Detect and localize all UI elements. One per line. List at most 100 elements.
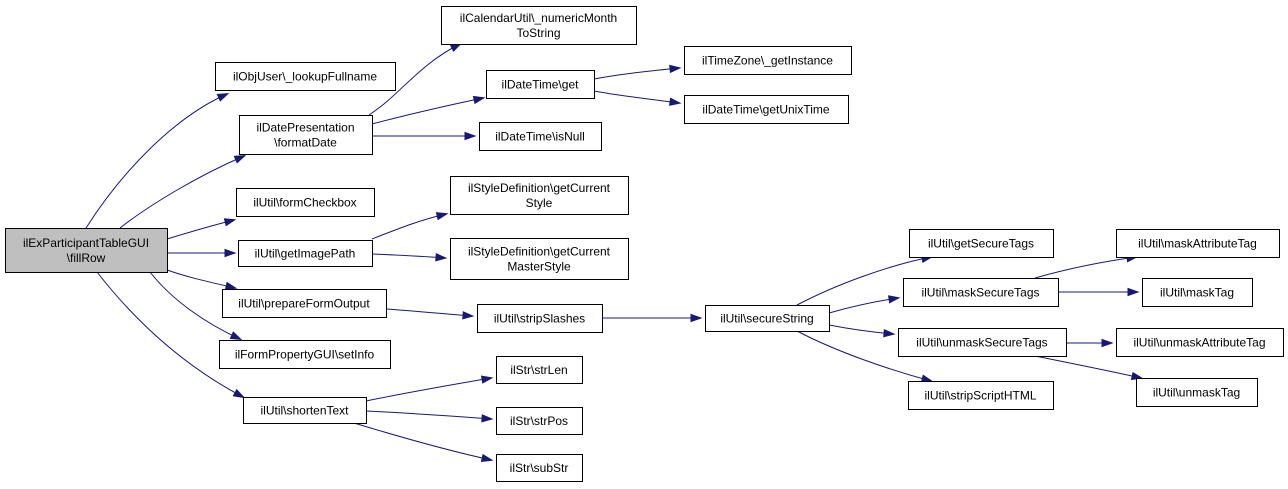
node-box <box>222 289 387 318</box>
node-tzGetInstance[interactable]: ilTimeZone\_getInstance <box>684 46 852 75</box>
edge-formatDate-to-isNull <box>372 131 477 141</box>
edge-root-to-prepareFormOutput <box>166 269 238 290</box>
node-box <box>496 454 583 482</box>
edge-line <box>1034 355 1142 379</box>
node-label-line: ilStr\strLen <box>510 363 567 377</box>
node-box <box>239 115 373 155</box>
node-box <box>909 229 1054 258</box>
arrowhead <box>224 281 238 290</box>
node-dtGet[interactable]: ilDateTime\get <box>486 70 595 99</box>
node-setInfo[interactable]: ilFormPropertyGUI\setInfo <box>219 340 391 369</box>
node-label-line: ilDateTime\isNull <box>495 130 585 144</box>
node-box <box>898 328 1067 357</box>
node-strPos[interactable]: ilStr\strPos <box>496 407 583 435</box>
node-label-line: ilStyleDefinition\getCurrent <box>468 181 611 195</box>
edge-line <box>828 297 899 314</box>
node-label-line: ilUtil\unmaskAttributeTag <box>1133 336 1265 350</box>
node-box <box>450 176 629 215</box>
node-maskTag[interactable]: ilUtil\maskTag <box>1142 278 1253 307</box>
arrowhead <box>216 92 230 102</box>
node-label-line: ilStr\subStr <box>510 461 569 475</box>
node-formatDate[interactable]: ilDatePresentation\formatDate <box>239 115 373 155</box>
edge-formatDate-to-dtGet <box>371 95 486 125</box>
arrowhead <box>480 375 494 384</box>
node-box <box>496 407 583 435</box>
node-lookupFullname[interactable]: ilObjUser\_lookupFullname <box>215 62 396 91</box>
node-box <box>238 240 373 267</box>
arrowhead <box>480 453 494 463</box>
edge-prepareFormOutput-to-stripSlashes <box>385 308 475 320</box>
node-label-line: ilUtil\shortenText <box>260 404 349 418</box>
node-unmaskSecureTags[interactable]: ilUtil\unmaskSecureTags <box>898 328 1067 357</box>
arrowhead <box>229 331 243 341</box>
edge-line <box>1034 256 1137 279</box>
node-label-line: ilUtil\getImagePath <box>255 247 356 261</box>
node-box <box>684 46 852 75</box>
nodes-layer: ilExParticipantTableGUI\fillRow ilObjUser… <box>5 6 1284 482</box>
node-label-line: ilUtil\maskAttributeTag <box>1138 237 1257 251</box>
node-maskAttributeTag[interactable]: ilUtil\maskAttributeTag <box>1116 229 1280 258</box>
arrowhead <box>1101 338 1114 348</box>
arrowhead <box>481 414 494 423</box>
node-prepareFormOutput[interactable]: ilUtil\prepareFormOutput <box>222 289 387 318</box>
node-unmaskAttributeTag[interactable]: ilUtil\unmaskAttributeTag <box>1116 328 1284 357</box>
arrowhead <box>435 253 448 262</box>
node-strLen[interactable]: ilStr\strLen <box>496 356 583 384</box>
node-label-line: ilCalendarUtil\_numericMonth <box>460 11 617 25</box>
edge-root-to-setInfo <box>149 271 243 341</box>
node-box <box>236 188 375 217</box>
node-box <box>903 278 1059 307</box>
edge-line <box>385 308 473 317</box>
edge-unmaskSecureTags-to-unmaskAttributeTag <box>1066 338 1114 348</box>
node-isNull[interactable]: ilDateTime\isNull <box>479 122 602 151</box>
edge-line <box>85 93 228 229</box>
edge-root-to-shortenText <box>96 271 246 399</box>
node-box <box>684 95 849 124</box>
node-box <box>215 62 396 91</box>
node-maskSecureTags[interactable]: ilUtil\maskSecureTags <box>903 278 1059 307</box>
arrowhead <box>464 131 477 141</box>
edge-secureString-to-maskSecureTags <box>828 295 901 314</box>
node-box <box>1116 328 1284 357</box>
arrowhead <box>669 97 682 106</box>
edges-layer <box>85 42 1144 463</box>
edge-line <box>149 271 241 340</box>
node-getUnixTime[interactable]: ilDateTime\getUnixTime <box>684 95 849 124</box>
node-label-line: ilStyleDefinition\getCurrent <box>468 245 611 259</box>
node-formCheckbox[interactable]: ilUtil\formCheckbox <box>236 188 375 217</box>
node-label-line: ilStr\strPos <box>510 414 568 428</box>
node-box <box>243 397 367 424</box>
node-label-line: ilFormPropertyGUI\setInfo <box>235 348 375 362</box>
node-stripSlashes[interactable]: ilUtil\stripSlashes <box>477 304 603 333</box>
edge-line <box>365 410 492 420</box>
node-label-line: ilUtil\secureString <box>720 312 813 326</box>
edge-line <box>371 253 446 259</box>
arrowhead <box>232 388 246 399</box>
node-stripScriptHTML[interactable]: ilUtil\stripScriptHTML <box>908 381 1054 410</box>
edge-line <box>593 67 680 80</box>
node-unmaskTag[interactable]: ilUtil\unmaskTag <box>1136 378 1258 407</box>
edge-root-to-lookupFullname <box>85 92 230 229</box>
arrowhead <box>1127 287 1140 297</box>
edge-line <box>96 271 244 398</box>
node-label-line: \formatDate <box>274 136 337 150</box>
edge-maskSecureTags-to-maskTag <box>1058 287 1140 297</box>
edge-line <box>796 330 932 382</box>
edge-maskSecureTags-to-maskAttributeTag <box>1034 254 1139 279</box>
node-subStr[interactable]: ilStr\subStr <box>496 454 583 482</box>
edge-shortenText-to-strLen <box>365 375 494 402</box>
node-box <box>1136 378 1258 407</box>
edge-getImagePath-to-getCurrentMasterStyle <box>371 253 448 262</box>
node-box <box>441 6 637 45</box>
node-secureString[interactable]: ilUtil\secureString <box>705 305 830 332</box>
arrowhead <box>669 64 682 74</box>
node-getSecureTags[interactable]: ilUtil\getSecureTags <box>909 229 1054 258</box>
node-getImagePath[interactable]: ilUtil\getImagePath <box>238 240 373 267</box>
node-shortenText[interactable]: ilUtil\shortenText <box>243 397 367 424</box>
node-root[interactable]: ilExParticipantTableGUI\fillRow <box>5 228 168 273</box>
edge-line <box>371 97 484 125</box>
